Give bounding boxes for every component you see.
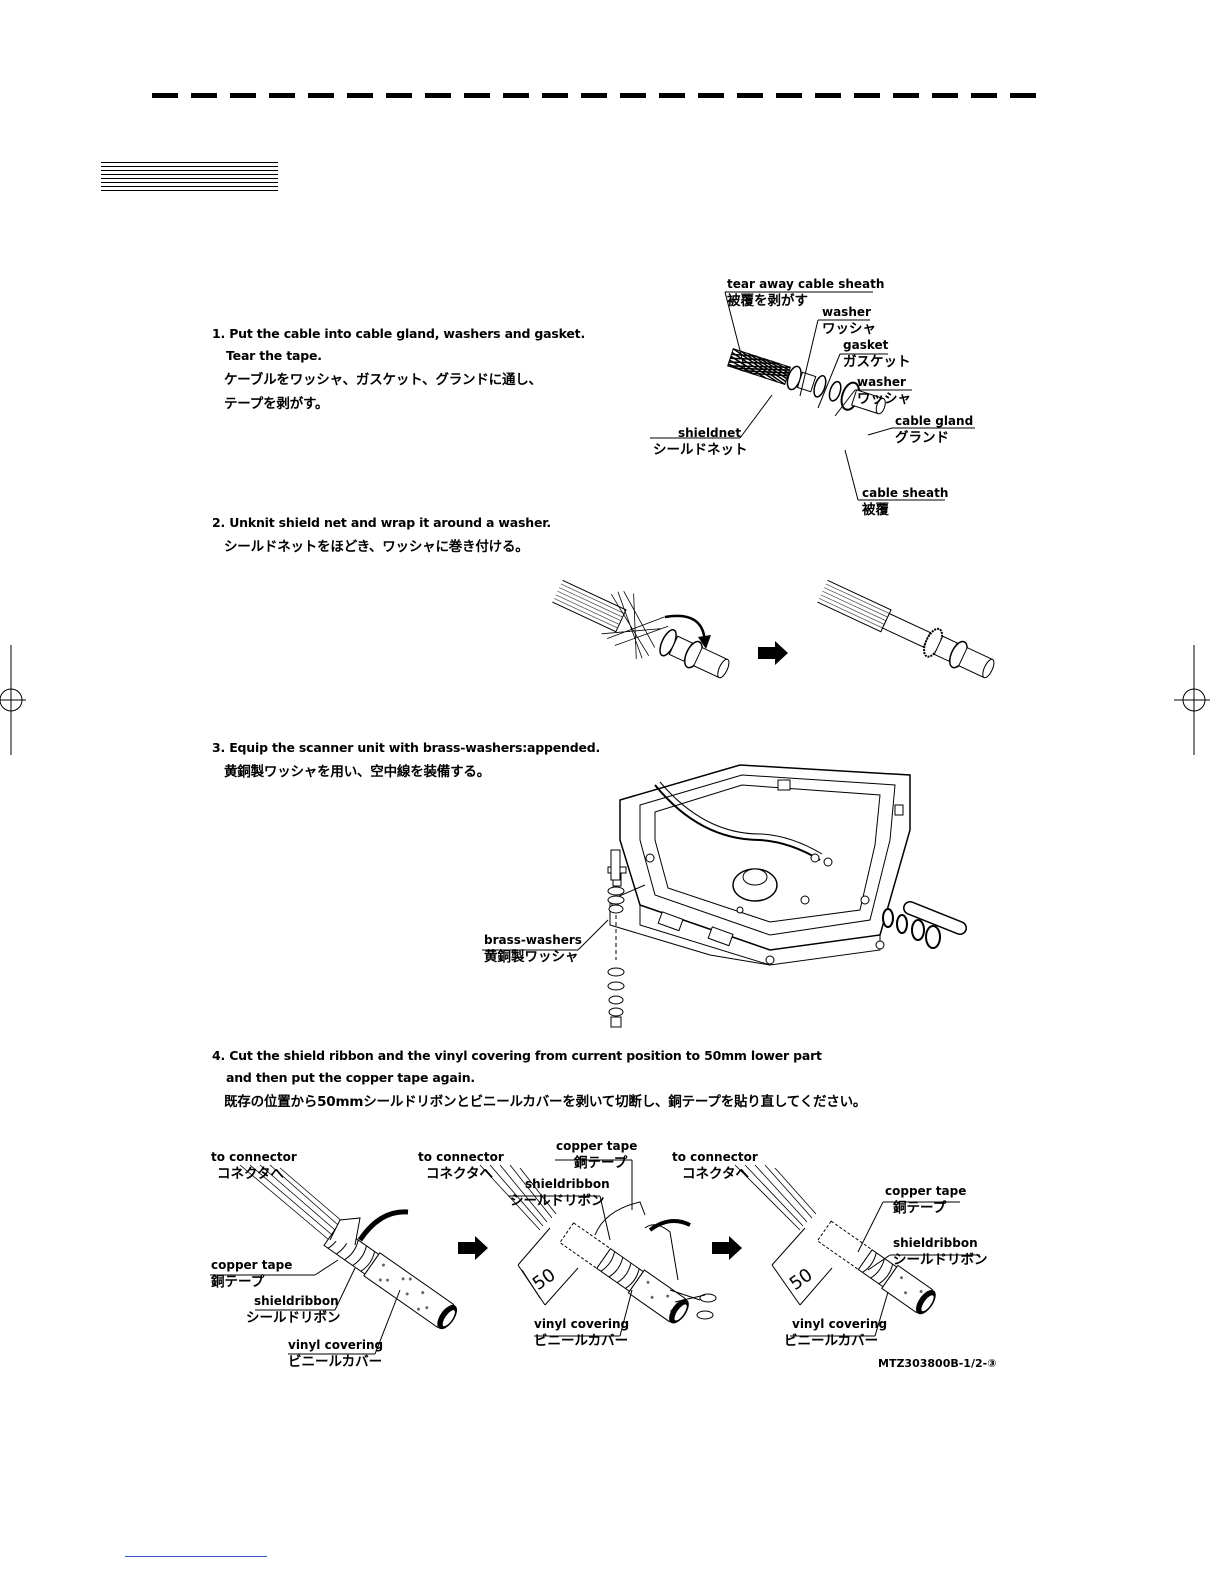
- step-1-jp-2: テープを剥がす。: [224, 396, 329, 412]
- registration-mark-right: [1174, 645, 1210, 755]
- part-number: MTZ303800B-1/2-③: [878, 1357, 997, 1370]
- step-2-text: 2. Unknit shield net and wrap it around …: [212, 512, 551, 558]
- step-1-en-2: Tear the tape.: [226, 348, 322, 363]
- registration-mark-left: [0, 645, 26, 755]
- step-1-jp-1: ケーブルをワッシャ、ガスケット、グランドに通し、: [224, 372, 542, 388]
- figure-3-scanner-unit: [482, 764, 967, 1028]
- figure-4-cable-cut: [210, 1159, 980, 1355]
- step-4-en-2: and then put the copper tape again.: [226, 1070, 475, 1085]
- section-hatch-mark: [101, 162, 278, 192]
- step-4-jp: 既存の位置から50mmシールドリボンとビニールカバーを剥いて切断し、銅テープを貼…: [224, 1094, 867, 1110]
- step-3-jp: 黄銅製ワッシャを用い、空中線を装備する。: [224, 764, 490, 780]
- footer-rule: [125, 1556, 267, 1557]
- step-2-jp: シールドネットをほどき、ワッシャに巻き付ける。: [224, 539, 529, 555]
- step-1-en: 1. Put the cable into cable gland, washe…: [212, 326, 586, 341]
- step-3-text: 3. Equip the scanner unit with brass-was…: [212, 737, 600, 783]
- figure-2-shield-net-wrap: [552, 579, 995, 679]
- step-4-en: 4. Cut the shield ribbon and the vinyl c…: [212, 1048, 822, 1063]
- step-1-text: 1. Put the cable into cable gland, washe…: [212, 323, 585, 415]
- figure-1-cable-gland-assembly: [650, 291, 975, 501]
- panel-b-drawing: [479, 1159, 717, 1337]
- step-4-text: 4. Cut the shield ribbon and the vinyl c…: [212, 1045, 866, 1113]
- header-dash-rule: [152, 93, 1036, 98]
- panel-c-drawing: [734, 1164, 980, 1337]
- step-3-en: 3. Equip the scanner unit with brass-was…: [212, 740, 601, 755]
- step-2-en: 2. Unknit shield net and wrap it around …: [212, 515, 551, 530]
- panel-a-drawing: [210, 1164, 458, 1355]
